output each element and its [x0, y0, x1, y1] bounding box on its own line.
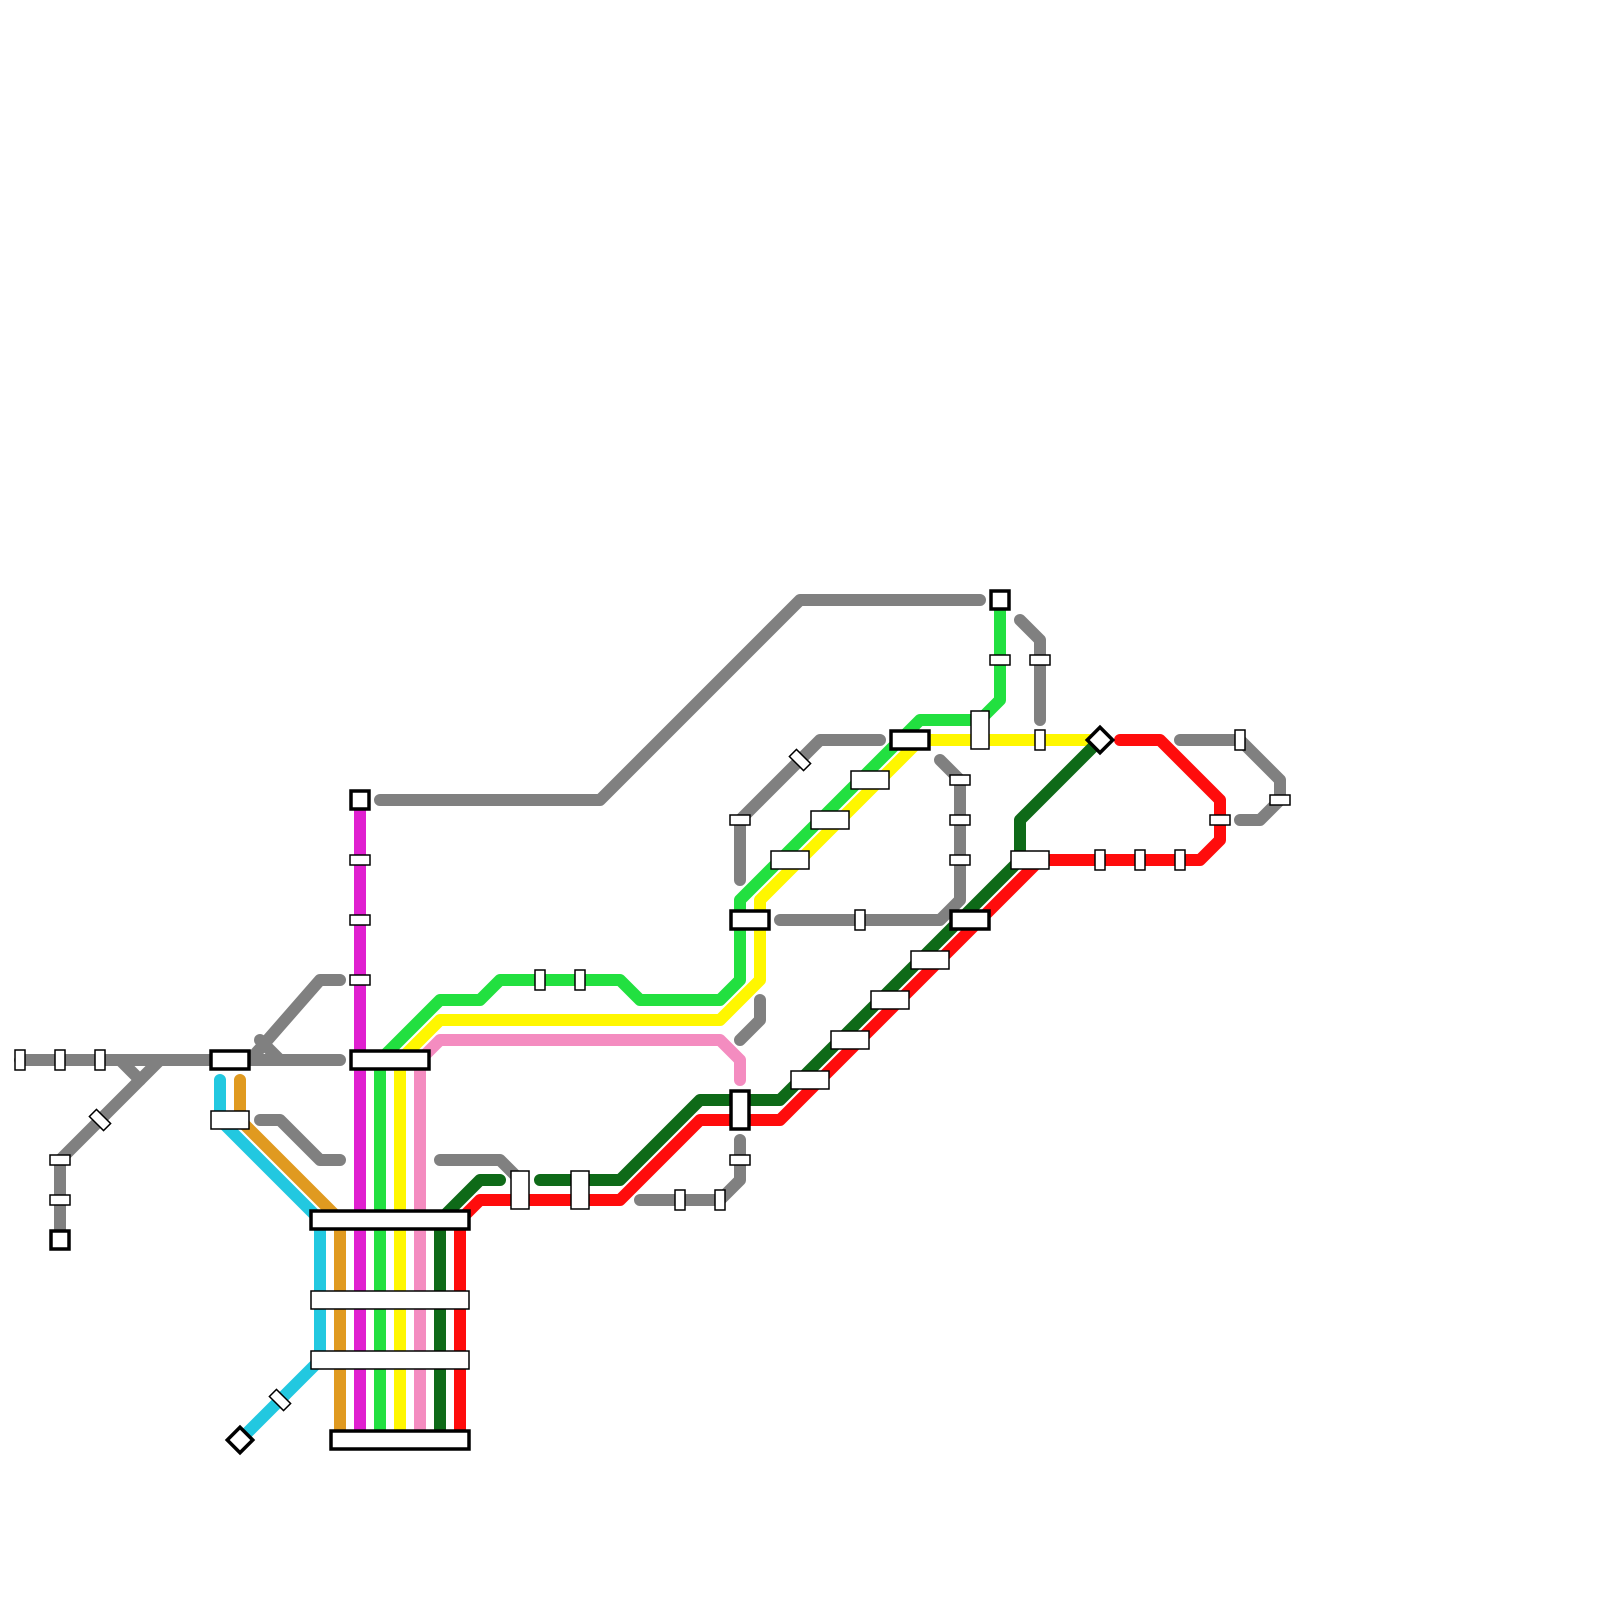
grey-line-mid-spur — [734, 994, 766, 1046]
station-interchange-mid — [729, 909, 771, 931]
station-east-cross-3 — [949, 814, 971, 826]
grey-line-east-cross — [774, 754, 966, 926]
station-terminal-north — [989, 589, 1011, 611]
station-terminal-west — [49, 1229, 71, 1251]
station-yg-2 — [810, 810, 850, 830]
station-terminal-east — [1084, 724, 1116, 756]
station-magenta-2 — [349, 914, 371, 926]
orange-line — [234, 1074, 346, 1446]
station-diag-1 — [790, 1070, 830, 1090]
red-line — [454, 734, 1226, 1446]
station-interchange-northeast — [889, 729, 931, 751]
station-interchange-south — [329, 1429, 471, 1451]
station-far-east-1 — [1234, 729, 1246, 751]
station-diag-3 — [870, 990, 910, 1010]
station-south-spur-1 — [674, 1189, 686, 1211]
station-magenta-3 — [349, 974, 371, 986]
grey-line-far-east — [1174, 734, 1286, 826]
station-west-3 — [94, 1049, 106, 1071]
station-east-cross-2 — [949, 854, 971, 866]
station-terminal-magenta-north — [349, 789, 371, 811]
station-interchange-south-mid — [729, 1089, 751, 1131]
station-green-2 — [574, 969, 586, 991]
grey-line-west-branch — [54, 1054, 166, 1236]
station-dg-2 — [570, 1170, 590, 1210]
grey-lines — [14, 594, 1286, 1236]
station-west-1 — [14, 1049, 26, 1071]
grey-line-west-spur — [114, 1054, 146, 1086]
station-interchange-central-north — [349, 1049, 431, 1071]
grey-line-junction-spur — [254, 1034, 286, 1066]
grey-line-north-spur — [244, 974, 346, 1066]
station-northwest-diag — [788, 748, 812, 772]
station-south-spur-3 — [729, 1154, 751, 1166]
station-interchange-west — [209, 1049, 251, 1071]
station-dg-1 — [510, 1170, 530, 1210]
station-interchange-east — [949, 909, 991, 931]
station-northwest-1 — [729, 814, 751, 826]
station-yellow-east-1 — [1034, 729, 1046, 751]
station-cyan-diag — [268, 1388, 292, 1412]
grey-line-top-loop — [374, 594, 986, 806]
station-terminal-cyan-south — [224, 1424, 256, 1456]
station-diag-2 — [830, 1030, 870, 1050]
station-south-spur-2 — [714, 1189, 726, 1211]
station-west-2 — [54, 1049, 66, 1071]
station-red-east-4 — [1174, 849, 1186, 871]
station-east-cross-1 — [854, 909, 866, 931]
station-red-loop-1 — [1209, 814, 1231, 826]
station-yellow-north — [970, 710, 990, 750]
station-trunk-2 — [310, 1350, 470, 1370]
station-trunk-1 — [310, 1290, 470, 1310]
station-yg-3 — [850, 770, 890, 790]
station-magenta-1 — [349, 854, 371, 866]
grey-line-lower-spur — [254, 1114, 346, 1166]
station-north-stub-1 — [1029, 654, 1051, 666]
station-west-branch-diag — [88, 1108, 112, 1132]
dark-green-line — [434, 1174, 506, 1446]
station-west-branch-2 — [49, 1194, 71, 1206]
cyan-line — [214, 1074, 326, 1446]
station-east-cross-4 — [949, 774, 971, 786]
dark-green-line-east — [534, 734, 1106, 1186]
station-diag-4 — [910, 950, 950, 970]
grey-line-north-stub — [1014, 614, 1046, 726]
station-red-east-1 — [1010, 850, 1050, 870]
grey-line-northwest — [734, 734, 886, 886]
station-green-north-1 — [989, 654, 1011, 666]
light-green-line — [374, 594, 1006, 1446]
pink-line — [414, 1034, 746, 1446]
station-west-branch-1 — [49, 1154, 71, 1166]
stations — [14, 589, 1291, 1456]
station-interchange-central — [309, 1209, 471, 1231]
station-far-east-2 — [1269, 794, 1291, 806]
station-cyan-orange — [210, 1110, 250, 1130]
station-green-1 — [534, 969, 546, 991]
station-red-east-3 — [1134, 849, 1146, 871]
station-yg-1 — [770, 850, 810, 870]
station-red-east-2 — [1094, 849, 1106, 871]
